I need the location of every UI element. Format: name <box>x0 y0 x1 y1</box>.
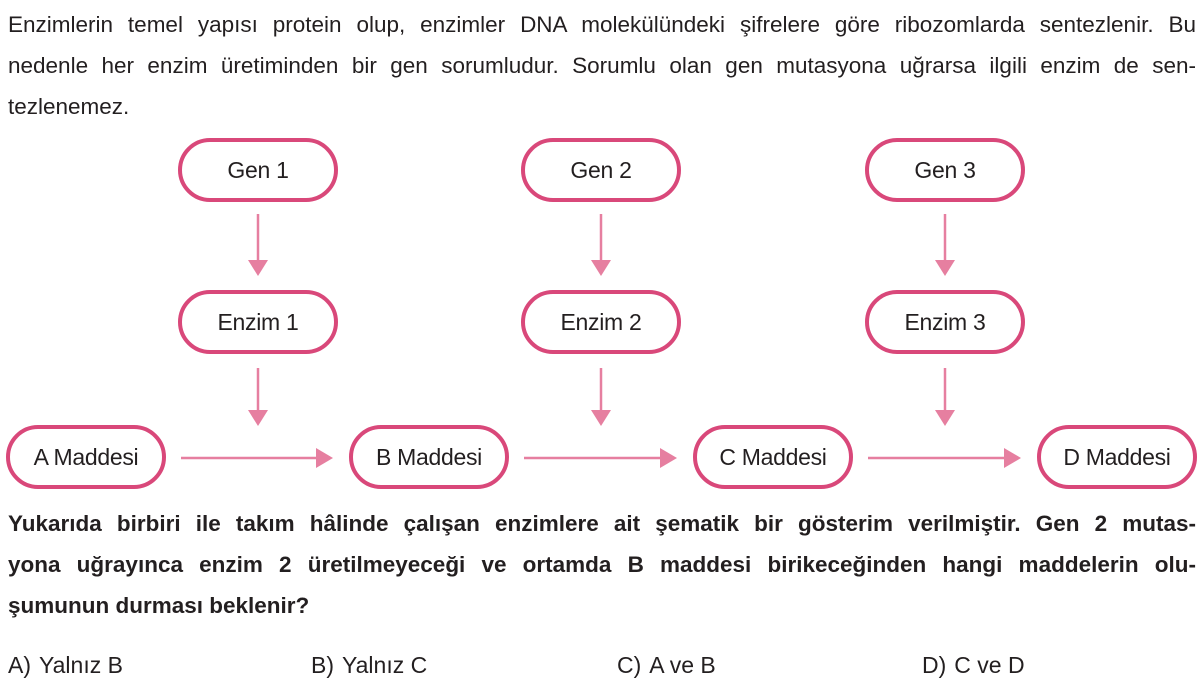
arrow-enzyme1-reaction-head <box>248 410 268 426</box>
enzyme-node-2-box <box>521 290 681 354</box>
substance-node-d: D Maddesi <box>1037 425 1197 489</box>
intro-line-3: tezlenemez. <box>8 94 130 119</box>
gene-node-1-label: Gen 1 <box>227 157 288 183</box>
gene-node-1: Gen 1 <box>178 138 338 202</box>
option-c-text: A ve B <box>649 652 716 678</box>
enzyme-node-1-label: Enzim 1 <box>218 309 299 335</box>
enzyme-node-1-box <box>178 290 338 354</box>
option-a-letter: A) <box>8 652 31 678</box>
enzyme-node-2-label: Enzim 2 <box>561 309 642 335</box>
arrow-a-to-b-head <box>316 448 333 468</box>
intro-line-2: nedenle her enzim üretiminden bir gen so… <box>8 53 1196 78</box>
arrow-gene1-enzyme1 <box>248 214 268 276</box>
enzyme-node-2: Enzim 2 <box>521 290 681 354</box>
question-line-2: yona uğrayınca enzim 2 üretilmeyeceği ve… <box>8 552 1196 577</box>
substance-node-d-label: D Maddesi <box>1063 444 1170 470</box>
substance-node-b: B Maddesi <box>349 425 509 489</box>
intro-line-1: Enzimlerin temel yapısı protein olup, en… <box>8 12 1196 37</box>
substance-node-c-label: C Maddesi <box>719 444 826 470</box>
arrow-c-to-d-head <box>1004 448 1021 468</box>
option-d-text: C ve D <box>954 652 1025 678</box>
gene-node-3-label: Gen 3 <box>914 157 975 183</box>
enzyme-node-3-box <box>865 290 1025 354</box>
arrow-enzyme3-reaction <box>935 368 955 426</box>
arrow-b-to-c-head <box>660 448 677 468</box>
gene-node-3-box <box>865 138 1025 202</box>
arrow-enzyme1-reaction <box>248 368 268 426</box>
gene-node-2: Gen 2 <box>521 138 681 202</box>
gene-node-1-box <box>178 138 338 202</box>
arrow-a-to-b <box>181 448 333 468</box>
answer-options: A) Yalnız B B) Yalnız C C) A ve B D) C ve D <box>0 645 1203 685</box>
question-line-1: Yukarıda birbiri ile takım hâlinde çalış… <box>8 511 1196 536</box>
arrow-enzyme2-reaction <box>591 368 611 426</box>
intro-paragraph: Enzimlerin temel yapısı protein olup, en… <box>8 4 1196 127</box>
substance-node-d-box <box>1037 425 1197 489</box>
substance-node-a-box <box>6 425 166 489</box>
enzyme-node-3-label: Enzim 3 <box>905 309 986 335</box>
arrow-b-to-c <box>524 448 677 468</box>
option-a-text: Yalnız B <box>39 652 123 678</box>
arrow-enzyme2-reaction-head <box>591 410 611 426</box>
substance-node-b-label: B Maddesi <box>376 444 482 470</box>
option-b-text: Yalnız C <box>342 652 428 678</box>
gene-node-2-label: Gen 2 <box>570 157 631 183</box>
option-c-letter: C) <box>617 652 642 678</box>
substance-node-c-box <box>693 425 853 489</box>
option-d-letter: D) <box>922 652 947 678</box>
substance-node-a-label: A Maddesi <box>34 444 139 470</box>
substance-node-a: A Maddesi <box>6 425 166 489</box>
arrow-enzyme3-reaction-head <box>935 410 955 426</box>
option-b-letter: B) <box>311 652 334 678</box>
arrow-gene2-enzyme2-head <box>591 260 611 276</box>
option-a[interactable]: A) Yalnız B <box>8 645 123 685</box>
arrow-c-to-d <box>868 448 1021 468</box>
option-c[interactable]: C) A ve B <box>617 645 716 685</box>
arrow-gene3-enzyme3 <box>935 214 955 276</box>
gene-node-2-box <box>521 138 681 202</box>
option-d[interactable]: D) C ve D <box>922 645 1025 685</box>
substance-node-b-box <box>349 425 509 489</box>
question-stem: Yukarıda birbiri ile takım hâlinde çalış… <box>8 503 1196 626</box>
substance-node-c: C Maddesi <box>693 425 853 489</box>
arrow-gene1-enzyme1-head <box>248 260 268 276</box>
option-b[interactable]: B) Yalnız C <box>311 645 427 685</box>
question-line-3: şumunun durması beklenir? <box>8 593 310 618</box>
enzyme-node-3: Enzim 3 <box>865 290 1025 354</box>
enzyme-node-1: Enzim 1 <box>178 290 338 354</box>
arrow-gene2-enzyme2 <box>591 214 611 276</box>
gene-node-3: Gen 3 <box>865 138 1025 202</box>
arrow-gene3-enzyme3-head <box>935 260 955 276</box>
